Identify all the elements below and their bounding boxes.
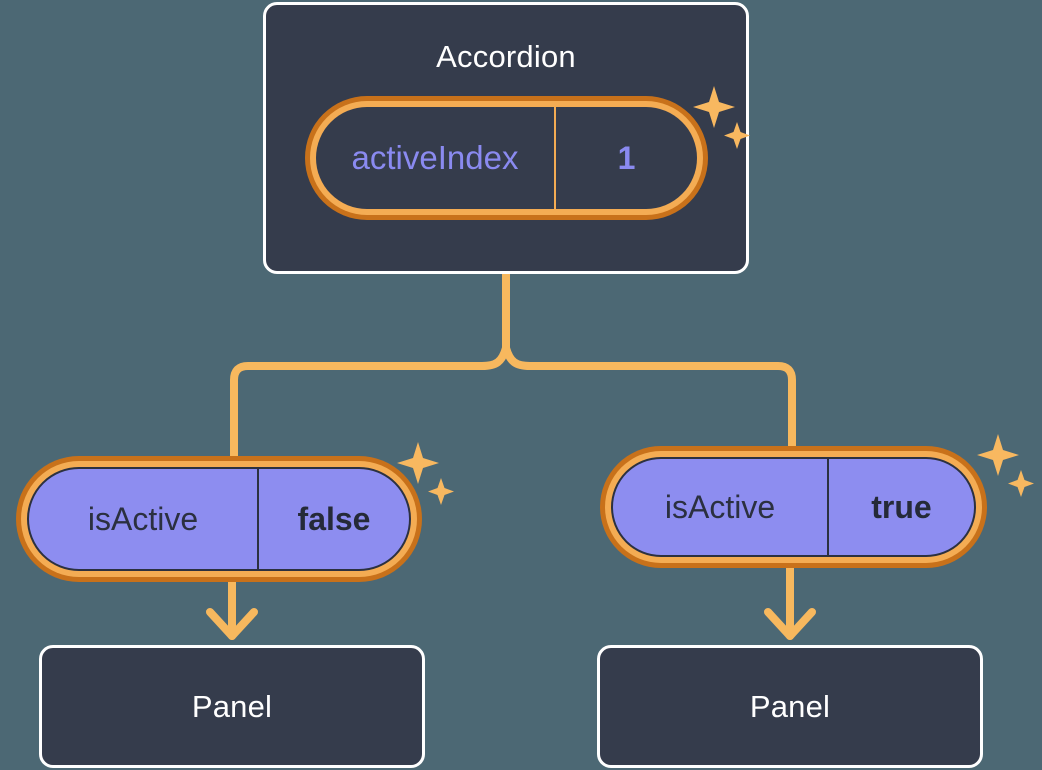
panel-right-title: Panel bbox=[749, 689, 831, 724]
state-value-active-index: 1 bbox=[617, 139, 636, 176]
panel-left[interactable]: Panel bbox=[39, 645, 425, 768]
arrow-down-icon-left bbox=[206, 608, 258, 640]
pill-body: isActive true bbox=[611, 457, 976, 557]
state-value-is-active-left: false bbox=[297, 500, 371, 537]
state-key-is-active-right: isActive bbox=[664, 488, 776, 525]
state-pill-active-index[interactable]: activeIndex 1 bbox=[305, 96, 708, 220]
pill-body: activeIndex 1 bbox=[316, 107, 697, 209]
arrow-down-icon-right bbox=[764, 608, 816, 640]
panel-right[interactable]: Panel bbox=[597, 645, 983, 768]
state-pill-is-active-true[interactable]: isActive true bbox=[600, 446, 987, 568]
state-key-active-index: activeIndex bbox=[316, 107, 556, 209]
state-value-is-active-right: true bbox=[871, 488, 932, 525]
pill-body: isActive false bbox=[27, 467, 411, 571]
pill-inner-ring: isActive true bbox=[605, 451, 982, 563]
pill-divider bbox=[827, 459, 829, 555]
pill-divider bbox=[257, 469, 259, 569]
state-key-is-active-left: isActive bbox=[87, 500, 199, 537]
edge-root-to-left bbox=[230, 344, 510, 474]
panel-left-title: Panel bbox=[191, 689, 273, 724]
pill-inner-ring: activeIndex 1 bbox=[310, 101, 703, 215]
state-pill-is-active-false[interactable]: isActive false bbox=[16, 456, 422, 582]
accordion-title: Accordion bbox=[436, 39, 576, 74]
pill-inner-ring: isActive false bbox=[21, 461, 417, 577]
